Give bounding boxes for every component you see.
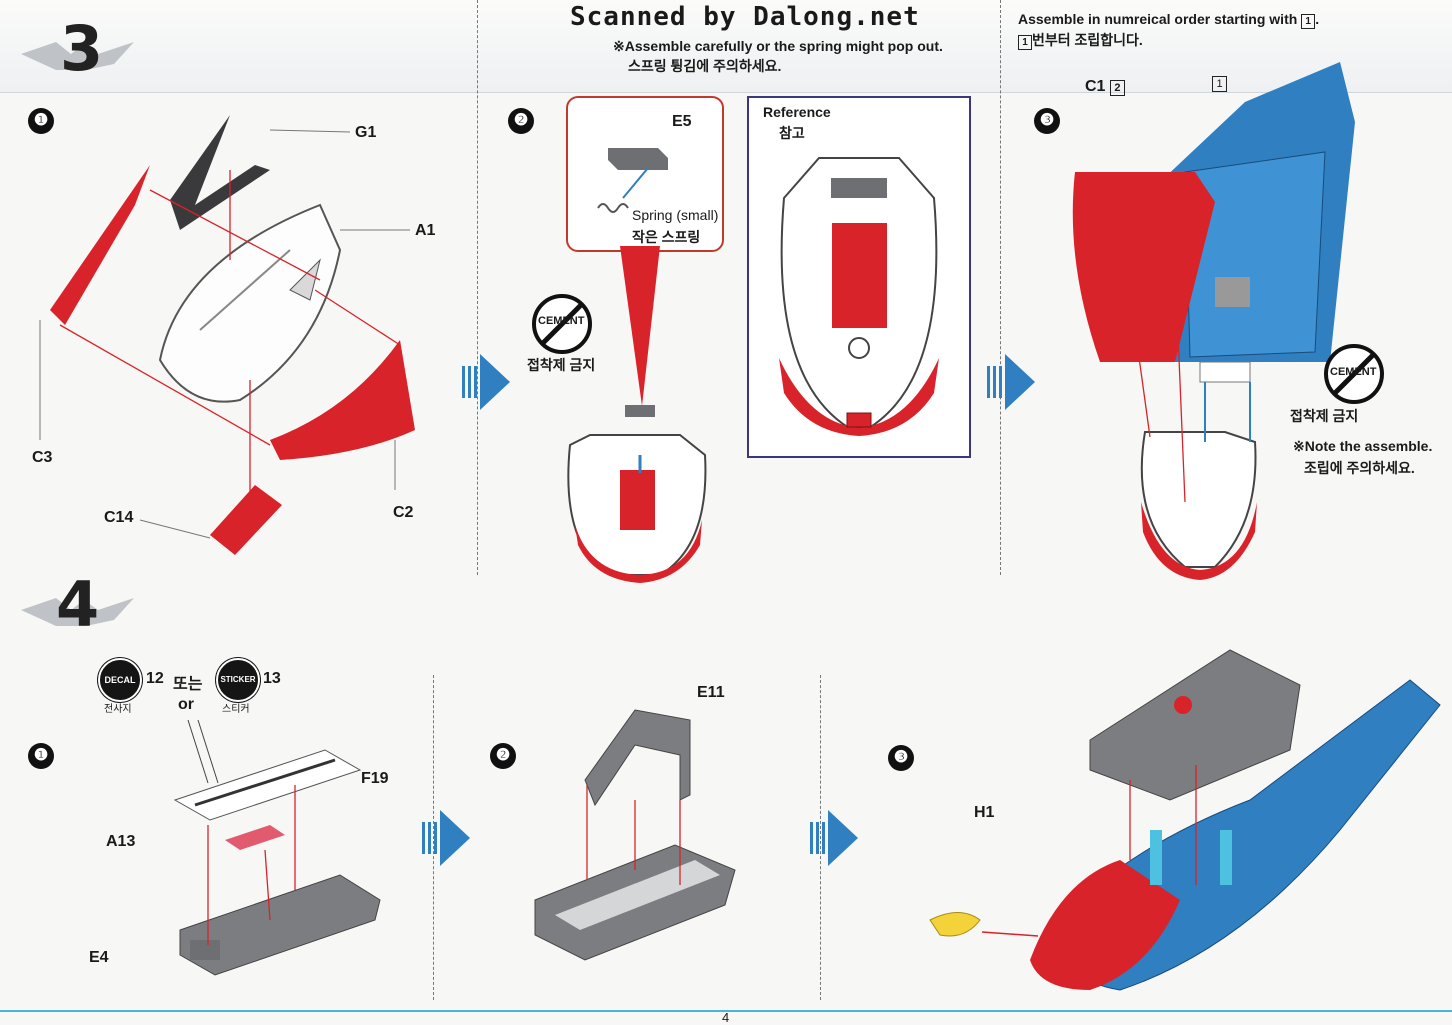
page-number: 4	[722, 1010, 730, 1025]
step4-sub3-number: ❸	[888, 745, 914, 771]
chassis-order-box: 1	[1212, 76, 1227, 92]
sticker-number: 13	[263, 670, 281, 687]
sticker-badge: STICKER	[216, 658, 260, 702]
spring-note-ko: 스프링 튕김에 주의하세요.	[628, 58, 782, 74]
part-label-c2: C2	[393, 504, 414, 521]
c1-order-box: 2	[1109, 80, 1125, 96]
part-label-a1: A1	[415, 222, 436, 239]
or-en: or	[178, 696, 194, 713]
part-label-c1-text: C1	[1085, 78, 1106, 95]
order-note-en-text: Assemble in numreical order starting wit…	[1018, 11, 1298, 27]
part-label-c1: C1 2	[1085, 78, 1125, 96]
part-label-e11: E11	[697, 684, 725, 701]
step3-sub1-number: ❶	[28, 108, 54, 134]
step4-sub1-diagram	[173, 719, 381, 976]
decal-badge-ko: 전사지	[104, 704, 132, 715]
step3-sub1-diagram	[39, 115, 415, 555]
reference-label-ko: 참고	[779, 125, 805, 141]
step3-sub3-number: ❸	[1034, 108, 1060, 134]
note-assemble-ko: 조립에 주의하세요.	[1304, 460, 1415, 476]
order-box-ko: 1	[1018, 35, 1032, 50]
reference-diagram	[779, 157, 939, 436]
part-label-a13: A13	[106, 833, 136, 850]
spring-callout-box	[566, 96, 724, 252]
spring-detail-diagram	[597, 148, 668, 213]
no-cement-label: 접착제 금지	[527, 357, 596, 373]
step4-number: 4	[56, 568, 100, 641]
step4-sub3-diagram	[929, 649, 1441, 991]
step4-heading: 4	[16, 570, 136, 640]
sticker-badge-ko: 스티커	[222, 704, 250, 715]
part-label-e5: E5	[672, 113, 692, 130]
spring-label-en: Spring (small)	[632, 207, 719, 223]
decal-badge: DECAL	[98, 658, 142, 702]
reference-label-en: Reference	[763, 104, 831, 120]
next-arrow-icon	[987, 354, 1035, 410]
step3-heading: 3	[16, 14, 136, 84]
step4-sub1-number: ❶	[28, 743, 54, 769]
step3-sub3-diagram	[1072, 62, 1355, 580]
callout-pointer	[620, 246, 660, 406]
or-ko: 또는	[173, 676, 203, 693]
divider-3a	[477, 0, 478, 575]
divider-4a	[433, 675, 434, 1000]
step3-sub2-diagram	[567, 405, 707, 583]
divider-3b	[1000, 0, 1001, 575]
spring-label-ko: 작은 스프링	[632, 229, 701, 245]
cement-badge-text-2: CEMENT	[1330, 366, 1377, 378]
cement-badge-text: CEMENT	[538, 315, 585, 327]
part-label-c3: C3	[32, 449, 53, 466]
order-note-en: Assemble in numreical order starting wit…	[1018, 11, 1320, 29]
header-divider	[0, 92, 1452, 93]
next-arrow-icon	[810, 810, 858, 866]
no-cement-icon	[532, 294, 592, 354]
divider-4b	[820, 675, 821, 1000]
next-arrow-icon	[462, 354, 510, 410]
part-label-g1: G1	[355, 124, 377, 141]
step4-sub2-number: ❷	[490, 743, 516, 769]
no-cement-icon	[1324, 344, 1384, 404]
part-label-e4: E4	[89, 949, 109, 966]
step4-sub2-diagram	[534, 709, 736, 961]
bat-wing-icon	[21, 598, 134, 626]
part-label-c14: C14	[104, 509, 134, 526]
reference-box: Reference 참고	[747, 96, 971, 458]
decal-number: 12	[146, 670, 164, 687]
step3-sub2-number: ❷	[508, 108, 534, 134]
part-label-h1: H1	[974, 804, 995, 821]
note-assemble-en: ※Note the assemble.	[1293, 438, 1433, 454]
spring-note-en: ※Assemble carefully or the spring might …	[613, 38, 943, 54]
bat-wing-icon	[21, 42, 134, 70]
next-arrow-icon	[422, 810, 470, 866]
step3-number: 3	[60, 12, 104, 85]
order-box: 1	[1301, 14, 1316, 29]
order-note-ko-text: 번부터 조립합니다.	[1032, 32, 1143, 48]
no-cement-label-2: 접착제 금지	[1290, 408, 1359, 424]
top-band	[0, 0, 1452, 92]
bottom-rule	[0, 1010, 1452, 1012]
part-label-f19: F19	[361, 770, 389, 787]
scanned-credit: Scanned by Dalong.net	[570, 2, 920, 32]
